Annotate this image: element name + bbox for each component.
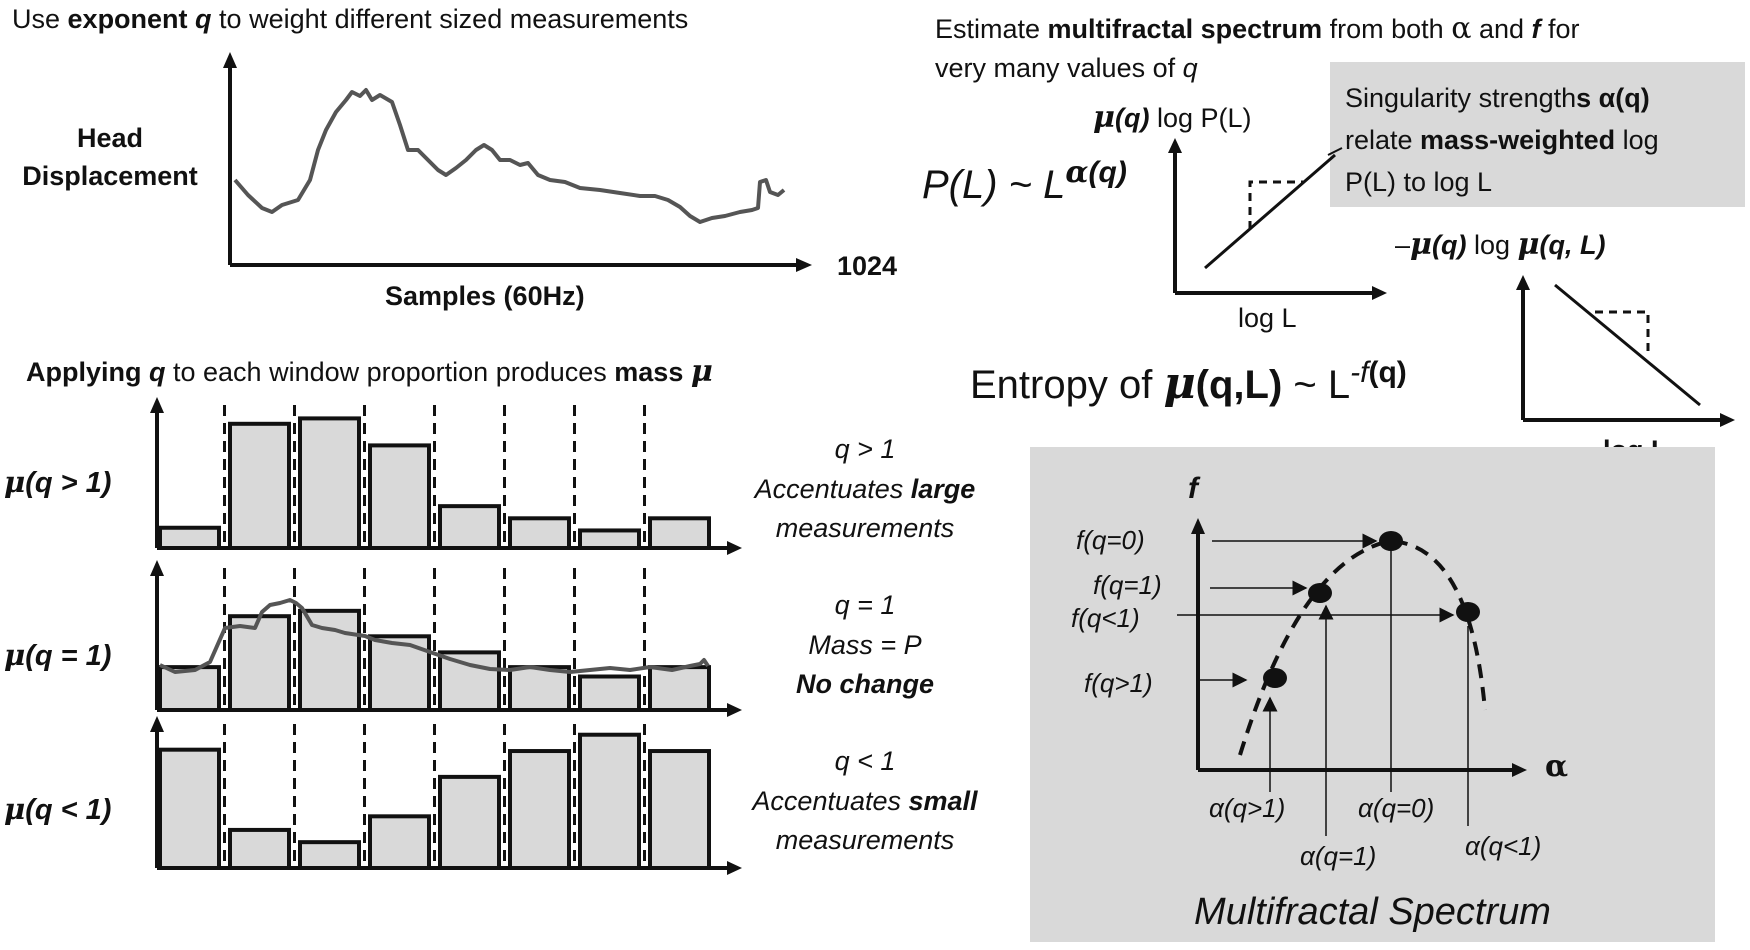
- alpha-label-q1: α(q=1): [1300, 841, 1377, 871]
- estimate-line-1: Estimate multifractal spectrum from both…: [935, 11, 1580, 46]
- row-x-arrowhead: [727, 703, 742, 717]
- callout-line-3: P(L) to log L: [1345, 167, 1493, 197]
- spectrum-alpha-axis-label: α: [1545, 749, 1569, 784]
- spectrum-title: Multifractal Spectrum: [1194, 891, 1551, 933]
- entropy-law-formula: Entropy of μ(q,L) ~ L-f(q): [970, 356, 1407, 409]
- f-label-q0: f(q=0): [1076, 525, 1145, 555]
- row3-desc-3: measurements: [775, 825, 955, 855]
- callout-line-1: Singularity strengths α(q): [1345, 83, 1650, 113]
- mass-row-1: [150, 397, 742, 555]
- ts-ylabel-head: Head: [76, 123, 144, 153]
- row1-label: μ(q > 1): [4, 465, 112, 499]
- row3-desc-2: Accentuates small: [752, 786, 978, 816]
- plot1-ylabel: μ(q) log P(L): [1093, 100, 1252, 135]
- row2-label: μ(q = 1): [4, 638, 112, 672]
- row3-desc-1: q < 1: [834, 746, 896, 776]
- mass-bar: [578, 732, 641, 870]
- row-y-arrowhead: [150, 397, 164, 413]
- f-label-q1: f(q=1): [1093, 570, 1162, 600]
- intro-text: Use exponent q to weight different sized…: [12, 4, 689, 34]
- row3-label: μ(q < 1): [4, 792, 112, 826]
- mass-bar: [158, 665, 221, 712]
- head-displacement-trace: [233, 88, 786, 224]
- plot2-regression-line: [1554, 283, 1701, 407]
- plot1-slope-marker: [1248, 180, 1303, 229]
- f-label-qlt1: f(q<1): [1071, 603, 1140, 633]
- row-y-arrowhead: [150, 716, 164, 732]
- row1-desc-3: measurements: [775, 513, 955, 543]
- mass-bar: [508, 749, 571, 870]
- spectrum-curve: [1238, 538, 1487, 756]
- mass-bar: [158, 747, 221, 870]
- spectrum-point-q1: [1308, 583, 1332, 603]
- row2-desc-3: No change: [795, 669, 935, 699]
- row2-desc-1: q = 1: [834, 590, 896, 620]
- mass-bar: [438, 774, 501, 871]
- spectrum-f-axis-label: f: [1188, 472, 1198, 505]
- spectrum-point-qgt1: [1263, 668, 1287, 688]
- spectrum-panel: [1030, 447, 1715, 942]
- mass-bar: [228, 614, 291, 713]
- f-label-qgt1: f(q>1): [1084, 668, 1153, 698]
- row-x-arrowhead: [727, 861, 742, 875]
- mass-bar: [578, 674, 641, 712]
- row2-desc-2: Mass = P: [808, 630, 922, 660]
- apply-text: Applying q to each window proportion pro…: [26, 354, 713, 389]
- callout-box: [1330, 62, 1745, 207]
- plot2-ylabel: –μ(q) log μ(q, L): [1395, 227, 1606, 262]
- plot1-xlabel: log L: [1238, 303, 1297, 333]
- row-x-arrowhead: [727, 541, 742, 555]
- power-law-formula: P(L) ~ Lα(q): [922, 155, 1127, 207]
- alpha-label-qgt1: α(q>1): [1209, 793, 1286, 823]
- row1-desc-1: q > 1: [834, 434, 896, 464]
- alpha-label-q0: α(q=0): [1358, 793, 1435, 823]
- row-y-arrowhead: [150, 560, 164, 576]
- mass-bar: [298, 416, 361, 550]
- callout-pointer: [1327, 147, 1343, 156]
- callout-line-2: relate mass-weighted log: [1345, 125, 1659, 155]
- plot2-slope-marker: [1595, 310, 1650, 355]
- row1-desc-2: Accentuates large: [754, 474, 976, 504]
- mass-bar: [228, 421, 291, 550]
- estimate-line-2: very many values of q: [935, 53, 1198, 83]
- spectrum-point-q0: [1379, 531, 1403, 551]
- ts-xlabel: Samples (60Hz): [385, 281, 585, 311]
- overlay-raw-trace: [159, 598, 710, 674]
- ts-ylabel-displacement: Displacement: [22, 161, 198, 191]
- mass-row-3: [150, 716, 742, 875]
- mass-bar: [648, 516, 711, 550]
- ts-end-label: 1024: [837, 251, 898, 281]
- alpha-label-qlt1: α(q<1): [1465, 831, 1542, 861]
- plot1-regression-line: [1204, 153, 1336, 270]
- spectrum-point-qlt1: [1456, 602, 1480, 622]
